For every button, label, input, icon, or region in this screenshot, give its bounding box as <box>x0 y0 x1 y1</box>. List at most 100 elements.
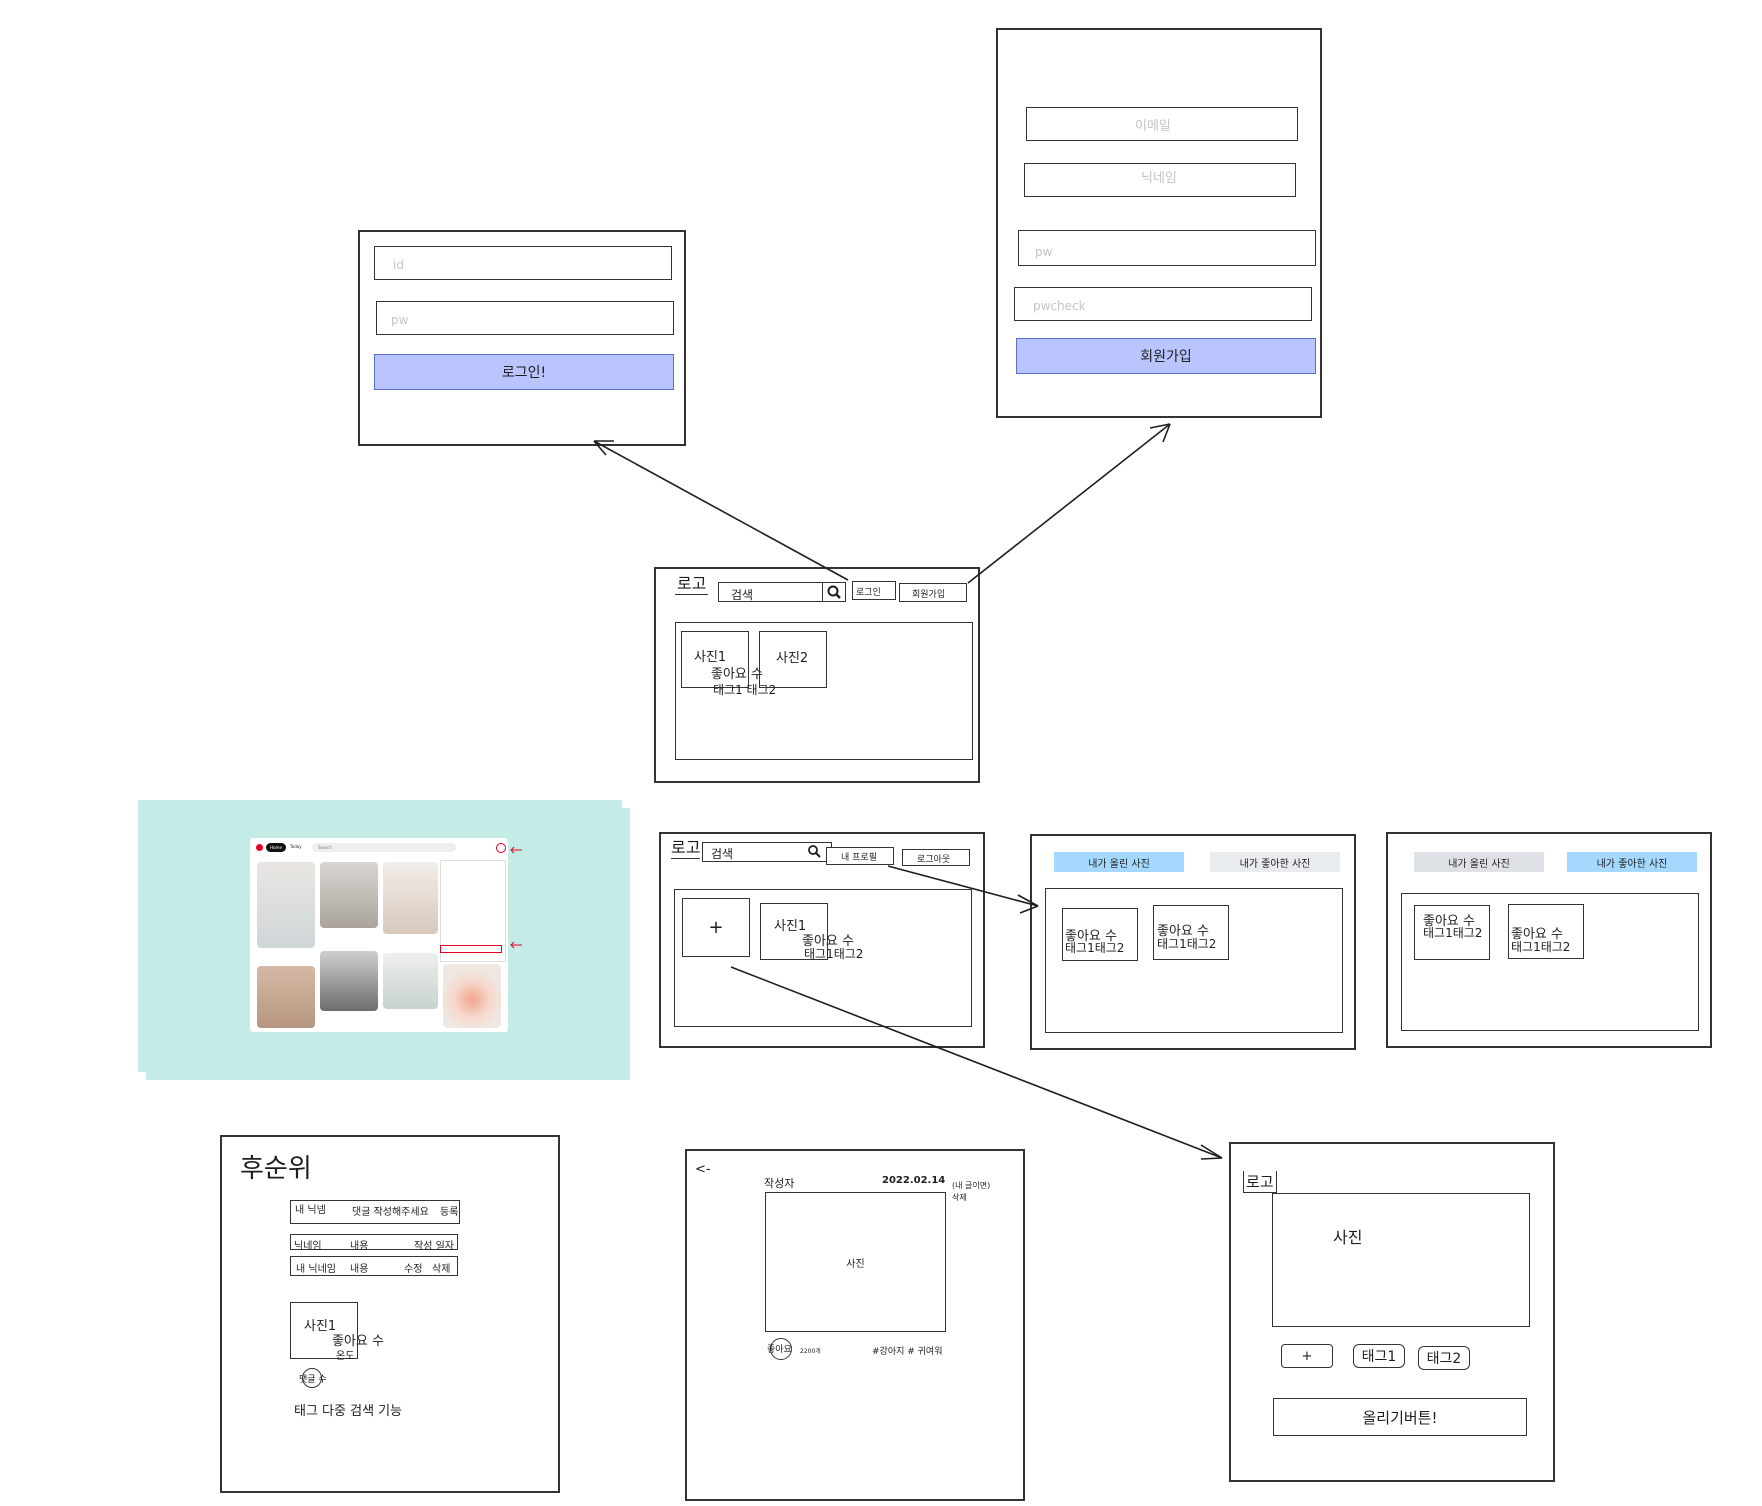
back-button[interactable]: <- <box>695 1162 711 1177</box>
main-photo-card-1[interactable] <box>681 631 749 688</box>
pw-placeholder: pw <box>391 313 409 327</box>
detail-photo-label: 사진 <box>846 1258 865 1270</box>
main-logo[interactable]: 로고 <box>675 570 709 595</box>
arrow-to-signup <box>967 423 1171 584</box>
logout-button[interactable]: 로그아웃 <box>902 849 970 866</box>
my-comment-nickname: 내 닉네임 <box>296 1264 336 1275</box>
upload-photo-area[interactable]: 사진 <box>1272 1193 1530 1327</box>
like-circle-icon[interactable] <box>770 1338 792 1360</box>
main-search-text: 검색 <box>731 588 754 602</box>
pinterest-menu-highlight <box>440 945 502 953</box>
upload-submit-button[interactable]: 올리기버튼! <box>1273 1398 1527 1436</box>
signup-pw-placeholder: pw <box>1035 245 1053 259</box>
tag2-label: 태그2 <box>1426 1351 1462 1367</box>
main-feed-area <box>675 622 973 760</box>
nickname-placeholder: 닉네임 <box>1141 171 1177 186</box>
nickname-input[interactable]: 닉네임 <box>1024 163 1296 197</box>
tab-liked-inactive[interactable]: 내가 좋아한 사진 <box>1210 852 1340 872</box>
backlog-frame <box>220 1135 560 1493</box>
backlog-photo-temp: 온도 <box>336 1351 355 1362</box>
signup-pw-input[interactable]: pw <box>1018 230 1316 266</box>
login-submit-button[interactable]: 로그인! <box>374 354 674 390</box>
main-photo1-likes: 좋아요 수 <box>711 667 763 682</box>
pinterest-today-tab: Today <box>290 844 302 849</box>
logged-in-photo-card[interactable] <box>760 903 828 960</box>
card-tags: 태그1태그2 <box>1423 926 1483 940</box>
main-login-button[interactable]: 로그인 <box>852 581 896 600</box>
tag1-chip[interactable]: 태그1 <box>1353 1344 1405 1368</box>
detail-delete-button[interactable]: 삭제 <box>952 1193 967 1202</box>
pinterest-search-bar: Search <box>312 843 456 852</box>
backlog-title: 후순위 <box>240 1154 312 1184</box>
profile-uploaded-card-2[interactable]: 좋아요 수 태그1태그2 <box>1153 905 1229 960</box>
logged-in-logo[interactable]: 로고 <box>671 834 701 859</box>
main-signup-label: 회원가입 <box>912 590 946 600</box>
tab-uploaded-inactive[interactable]: 내가 올린 사진 <box>1414 852 1544 872</box>
my-comment-content: 내용 <box>350 1264 369 1275</box>
add-icon: + <box>708 917 724 938</box>
email-input[interactable]: 이메일 <box>1026 107 1298 141</box>
my-comment-delete[interactable]: 삭제 <box>432 1264 451 1275</box>
pin-image-vases <box>257 862 315 948</box>
reference-screenshot: Home Today Search <box>250 838 508 1032</box>
add-tag-button[interactable]: + <box>1281 1344 1333 1368</box>
pinterest-logo-icon <box>256 844 263 851</box>
card-likes: 좋아요 수 <box>1065 929 1117 944</box>
comment-input-row[interactable] <box>290 1200 460 1224</box>
pw-input[interactable]: pw <box>376 301 674 335</box>
logged-in-photo1-tags: 태그1태그2 <box>804 947 864 961</box>
my-comment-edit[interactable]: 수정 <box>404 1264 423 1275</box>
main-search-box[interactable]: 검색 <box>718 582 846 602</box>
my-profile-label: 내 프로필 <box>841 853 877 863</box>
pinterest-home-tab: Home <box>266 843 286 852</box>
my-comment-row <box>290 1256 458 1276</box>
comment-count-circle-icon <box>302 1368 322 1388</box>
reference-image: Home Today Search <box>138 800 622 1072</box>
pin-image-shelf <box>383 953 438 1009</box>
backlog-photo-card[interactable] <box>290 1302 358 1359</box>
comment-input-placeholder: 댓글 작성해주세요 <box>352 1207 429 1218</box>
my-profile-button[interactable]: 내 프로필 <box>826 847 894 865</box>
pwcheck-input[interactable]: pwcheck <box>1014 287 1312 321</box>
logged-in-photo1-likes: 좋아요 수 <box>802 934 854 949</box>
signup-submit-button[interactable]: 회원가입 <box>1016 338 1316 374</box>
detail-like-count: 2200개 <box>800 1348 821 1355</box>
detail-hashtags: #강아지 # 귀여워 <box>872 1347 943 1357</box>
card-likes: 좋아요 수 <box>1423 914 1475 929</box>
card-tags: 태그1태그2 <box>1511 940 1571 954</box>
pin-image-kettle <box>320 951 378 1011</box>
arrow-marker-icon <box>510 846 522 949</box>
add-photo-button[interactable]: + <box>682 898 750 957</box>
comment-input-nickname: 내 닉넴 <box>295 1205 326 1216</box>
main-signup-button[interactable]: 회원가입 <box>899 583 967 602</box>
comment-submit-button[interactable]: 등록 <box>440 1207 459 1218</box>
tag-search-feature: 태그 다중 검색 기능 <box>294 1404 403 1419</box>
pin-image-drink <box>443 964 501 1028</box>
card-tags: 태그1태그2 <box>1157 937 1217 951</box>
detail-like-label: 좋아요 <box>767 1345 792 1355</box>
card-likes: 좋아요 수 <box>1511 927 1563 942</box>
pin-image-bedroom <box>383 862 438 934</box>
tab-liked-active[interactable]: 내가 좋아한 사진 <box>1567 852 1697 872</box>
card-likes: 좋아요 수 <box>1157 924 1209 939</box>
detail-photo: 사진 <box>765 1192 946 1332</box>
logout-label: 로그아웃 <box>917 855 951 865</box>
pin-image-bowls <box>320 862 378 928</box>
main-photo1-tags: 태그1 태그2 <box>713 683 777 697</box>
profile-uploaded-card-1[interactable]: 좋아요 수 태그1태그2 <box>1062 908 1138 961</box>
tab-uploaded-active[interactable]: 내가 올린 사진 <box>1054 852 1184 872</box>
upload-photo-label: 사진 <box>1333 1228 1363 1247</box>
main-search-button[interactable] <box>822 582 846 602</box>
add-tag-icon: + <box>1301 1348 1313 1364</box>
profile-liked-card-2[interactable]: 좋아요 수 태그1태그2 <box>1508 904 1584 959</box>
profile-liked-card-1[interactable]: 좋아요 수 태그1태그2 <box>1414 905 1490 960</box>
upload-logo[interactable]: 로고 <box>1243 1171 1277 1193</box>
backlog-photo-likes: 좋아요 수 <box>332 1334 384 1349</box>
comment-row-nickname: 닉네임 <box>294 1241 322 1252</box>
main-photo-card-2[interactable] <box>759 631 827 688</box>
logged-in-search-box[interactable]: 검색 <box>702 842 832 862</box>
detail-author: 작성자 <box>764 1177 795 1190</box>
id-input[interactable]: id <box>374 246 672 280</box>
tag2-chip[interactable]: 태그2 <box>1418 1346 1470 1370</box>
detail-date: 2022.02.14 <box>882 1175 946 1186</box>
